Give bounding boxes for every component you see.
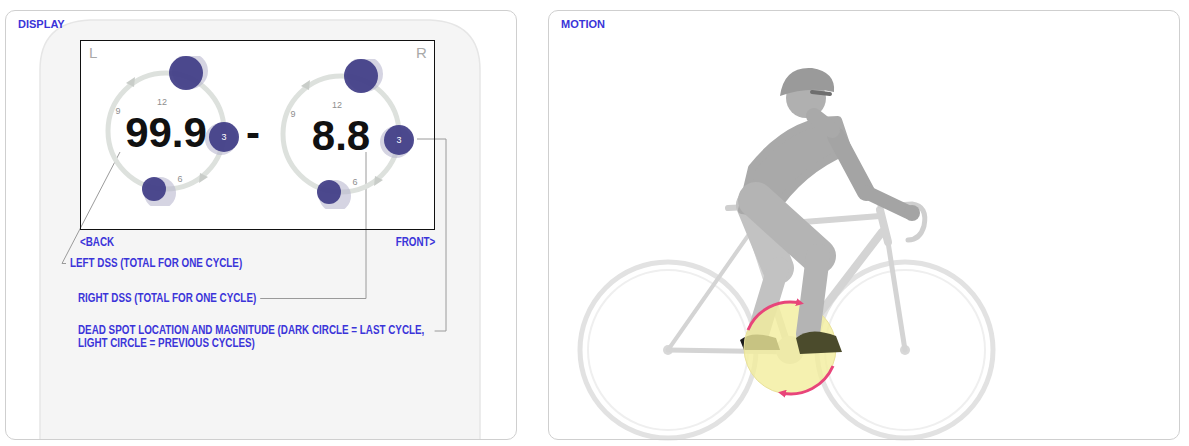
callout-text: DEAD SPOT LOCATION AND MAGNITUDE (DARK C…	[78, 324, 431, 350]
panel-heading: DISPLAY	[18, 19, 65, 30]
panel-heading: MOTION	[561, 19, 605, 30]
helmet	[780, 68, 834, 96]
dial: 12 3 6 9 8.8	[266, 59, 416, 209]
clock-number: 9	[290, 110, 295, 119]
big-number: 99.9	[125, 112, 207, 154]
clock-number: 12	[157, 98, 167, 107]
direction-label: <BACK	[80, 236, 114, 249]
clock-number: 12	[332, 101, 342, 110]
motion-arrow	[748, 302, 800, 330]
direction-label: FRONT>	[395, 236, 435, 249]
callout-text: RIGHT DSS (TOTAL FOR ONE CYCLE)	[78, 292, 256, 305]
display-screen: L R - 12 3 6 9 99.9 12 3 6 9 8.8	[80, 40, 435, 230]
shoe	[796, 331, 842, 354]
leader-line	[260, 152, 366, 299]
big-number: 8.8	[312, 115, 370, 157]
clock-number: 3	[221, 133, 226, 142]
big-number: -	[246, 112, 260, 154]
clock-number: 9	[115, 107, 120, 116]
device-body	[40, 20, 480, 440]
screen-ground	[80, 40, 435, 230]
dial: 12 3 6 9 99.9	[91, 56, 241, 206]
rider	[742, 68, 920, 354]
display-panel: DISPLAY L R - 12 3 6 9 99.9 12 3 6 9 8.8	[5, 10, 517, 440]
clock-number: 6	[352, 178, 357, 187]
side-letter: R	[416, 45, 427, 60]
leader-line	[62, 152, 120, 264]
clock-number: 6	[177, 175, 182, 184]
clock-number: 3	[396, 136, 401, 145]
callout-text: LEFT DSS (TOTAL FOR ONE CYCLE)	[70, 257, 242, 270]
side-letter: L	[89, 45, 97, 60]
motion-panel: MOTION	[548, 10, 1180, 440]
motion-arrow	[782, 366, 833, 394]
leader-line	[417, 139, 446, 331]
